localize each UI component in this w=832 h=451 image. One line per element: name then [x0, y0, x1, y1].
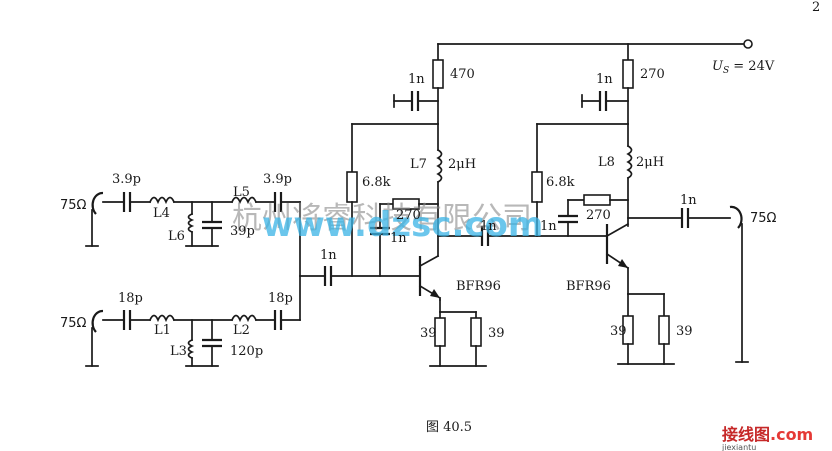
- c1n-fb2-label: 1n: [540, 219, 557, 234]
- input-1-network: [85, 191, 301, 247]
- l3-label: L3: [170, 344, 187, 359]
- c-out2-label: 18p: [268, 291, 293, 306]
- watermark-url: www.dzsc.com: [262, 205, 543, 245]
- c39-label: 39p: [230, 224, 255, 239]
- re2a-label: 39: [610, 324, 627, 339]
- supply-label: US = 24V: [712, 59, 775, 76]
- supply-rail: [437, 39, 753, 49]
- c120-label: 120p: [230, 344, 263, 359]
- figure-caption: 图 40.5: [426, 420, 472, 435]
- r270-2-label: 270: [586, 208, 611, 223]
- c1n-fb1-label: 1n: [390, 231, 407, 246]
- q2-label: BFR96: [566, 279, 611, 294]
- l7-value: 2μH: [448, 157, 476, 172]
- output-network: [627, 205, 749, 363]
- corner-mark: 2: [812, 0, 820, 15]
- re1a-label: 39: [420, 326, 437, 341]
- l8-value: 2μH: [636, 155, 664, 170]
- l6-label: L6: [168, 229, 185, 244]
- c-couple1-label: 1n: [320, 248, 337, 263]
- re1b-label: 39: [488, 326, 505, 341]
- c-in2-label: 18p: [118, 291, 143, 306]
- c1n-top1-label: 1n: [408, 72, 425, 87]
- brand-cn: 接线图: [722, 425, 770, 444]
- output-label: 75Ω: [750, 211, 777, 226]
- l8-label: L8: [598, 155, 615, 170]
- combiner: [299, 201, 421, 321]
- c-in1-label: 3.9p: [112, 172, 141, 187]
- brand-url: jiexiantu: [721, 443, 756, 451]
- interstage: [437, 226, 608, 246]
- input-2-label: 75Ω: [60, 316, 87, 331]
- r270-top-label: 270: [640, 67, 665, 82]
- l4-label: L4: [153, 206, 170, 221]
- l7-label: L7: [410, 157, 427, 172]
- l2-label: L2: [233, 323, 250, 338]
- q1-label: BFR96: [456, 279, 501, 294]
- r6k8-1-label: 6.8k: [362, 175, 391, 190]
- stage-1: [346, 43, 487, 367]
- r6k8-2-label: 6.8k: [546, 175, 575, 190]
- c-out-label: 1n: [680, 193, 697, 208]
- l1-label: L1: [154, 323, 171, 338]
- brand-logo: 接线图 .com jiexiantu: [721, 425, 813, 451]
- stage-2: [531, 43, 675, 365]
- brand-dotcom: .com: [770, 425, 813, 444]
- c-couple2-label: 1n: [480, 219, 497, 234]
- c1n-top2-label: 1n: [596, 72, 613, 87]
- input-2-network: [85, 309, 301, 367]
- watermark-cn: 杭州将睿科技有限公司: [232, 201, 532, 236]
- r470-label: 470: [450, 67, 475, 82]
- input-1-label: 75Ω: [60, 198, 87, 213]
- l5-label: L5: [233, 185, 250, 200]
- r270-1-label: 270: [396, 208, 421, 223]
- re2b-label: 39: [676, 324, 693, 339]
- c-out1-label: 3.9p: [263, 172, 292, 187]
